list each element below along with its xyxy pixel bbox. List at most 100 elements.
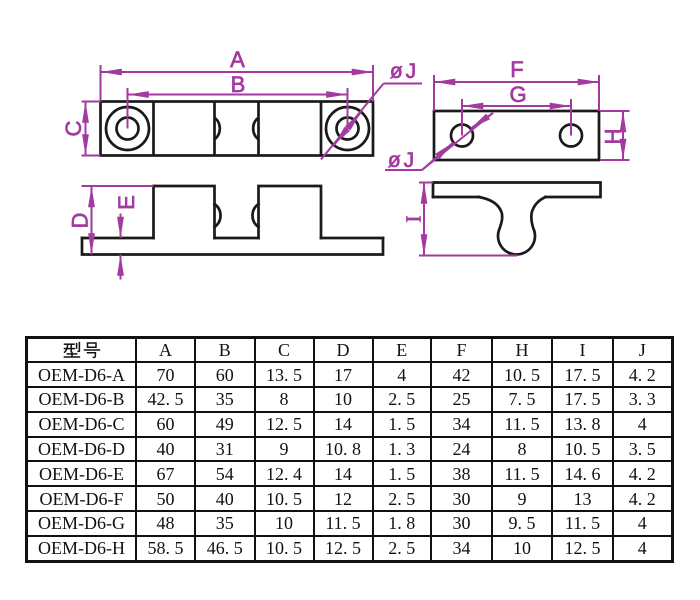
value-cell: 1. 5: [371, 410, 432, 438]
dia-bottom-arrow-in-ll: [421, 141, 455, 171]
model-cell: OEM-D6-F: [25, 485, 137, 513]
value-cell: 12. 5: [312, 534, 374, 563]
value-cell: 9. 5: [491, 510, 553, 537]
value-cell: 4: [612, 534, 673, 563]
value-cell: 30: [430, 510, 493, 537]
side-ball-left: [212, 202, 222, 229]
value-cell: 13. 5: [253, 361, 315, 389]
dimension-labels: A B C D E F G H I øJ øJ: [61, 47, 626, 229]
dia-label-top: øJ: [390, 60, 419, 83]
side-block-left: [152, 184, 216, 240]
value-cell: 11. 5: [312, 510, 374, 537]
header-model: 型号: [25, 335, 137, 364]
side-base-plate: [80, 236, 385, 256]
header-I: I: [551, 335, 614, 364]
value-cell: 8: [253, 386, 315, 413]
model-cell: OEM-D6-C: [25, 410, 137, 438]
value-cell: 2. 5: [371, 386, 432, 413]
value-cell: 14: [312, 460, 374, 488]
header-E: E: [371, 335, 432, 364]
value-cell: 40: [135, 435, 196, 463]
value-cell: 10. 5: [491, 361, 553, 389]
model-cell: OEM-D6-A: [25, 361, 137, 389]
value-cell: 50: [135, 485, 196, 513]
value-cell: 3. 3: [612, 386, 673, 413]
plan-ball-left: [213, 116, 222, 141]
strike-plate-view-body: [432, 109, 601, 162]
plan-ball-right: [251, 116, 260, 141]
header-D: D: [312, 335, 374, 364]
value-cell: 3. 5: [612, 435, 673, 463]
value-cell: 1. 8: [371, 510, 432, 537]
value-cell: 42. 5: [135, 386, 196, 413]
dim-label-B: B: [231, 72, 246, 97]
value-cell: 11. 5: [491, 460, 553, 488]
value-cell: 46. 5: [194, 534, 256, 563]
value-cell: 31: [194, 435, 256, 463]
value-cell: 9: [253, 435, 315, 463]
side-ball-right: [251, 202, 261, 229]
value-cell: 14. 6: [551, 460, 614, 488]
value-cell: 17. 5: [551, 361, 614, 389]
value-cell: 38: [430, 460, 493, 488]
value-cell: 35: [194, 510, 256, 537]
side-block-right: [257, 184, 323, 240]
value-cell: 10. 5: [253, 485, 315, 513]
value-cell: 4: [371, 361, 432, 389]
dim-label-G: G: [509, 82, 526, 107]
value-cell: 17. 5: [551, 386, 614, 413]
dim-label-C: C: [61, 120, 86, 136]
value-cell: 12: [312, 485, 374, 513]
value-cell: 54: [194, 460, 256, 488]
dim-label-D: D: [68, 213, 93, 229]
dimension-lines: [81, 65, 630, 280]
value-cell: 8: [491, 435, 553, 463]
value-cell: 2. 5: [371, 534, 432, 563]
value-cell: 10: [253, 510, 315, 537]
value-cell: 13: [551, 485, 614, 513]
value-cell: 1. 3: [371, 435, 432, 463]
dim-label-H: H: [601, 129, 626, 145]
model-cell: OEM-D6-G: [25, 510, 137, 537]
value-cell: 42: [430, 361, 493, 389]
value-cell: 4: [612, 510, 673, 537]
value-cell: 10: [312, 386, 374, 413]
header-A: A: [135, 335, 196, 364]
value-cell: 48: [135, 510, 196, 537]
dia-top-arrow-ll: [333, 126, 350, 146]
plan-view-outline: [99, 100, 375, 157]
value-cell: 17: [312, 361, 374, 389]
value-cell: 34: [430, 410, 493, 438]
dia-top-arrow-ur: [345, 111, 362, 131]
header-B: B: [194, 335, 256, 364]
header-model-label: 型号: [28, 339, 56, 360]
value-cell: 13. 8: [551, 410, 614, 438]
dia-bottom-arrow-in-ur: [470, 112, 494, 130]
header-J: J: [612, 335, 673, 364]
value-cell: 11. 5: [551, 510, 614, 537]
value-cell: 67: [135, 460, 196, 488]
model-header-glyphs: [63, 341, 100, 359]
dim-label-F: F: [510, 57, 523, 82]
value-cell: 4. 2: [612, 361, 673, 389]
value-cell: 60: [194, 361, 256, 389]
value-cell: 4. 2: [612, 485, 673, 513]
value-cell: 58. 5: [135, 534, 196, 563]
value-cell: 11. 5: [491, 410, 553, 438]
model-cell: OEM-D6-B: [25, 386, 137, 413]
dia-label-bottom: øJ: [388, 149, 417, 172]
dim-label-A: A: [230, 47, 245, 72]
model-cell: OEM-D6-H: [25, 534, 137, 563]
table-header-row: 型号 A B C D E F H I J: [25, 335, 673, 364]
value-cell: 35: [194, 386, 256, 413]
striker-stem: [477, 195, 548, 256]
value-cell: 10. 5: [551, 435, 614, 463]
